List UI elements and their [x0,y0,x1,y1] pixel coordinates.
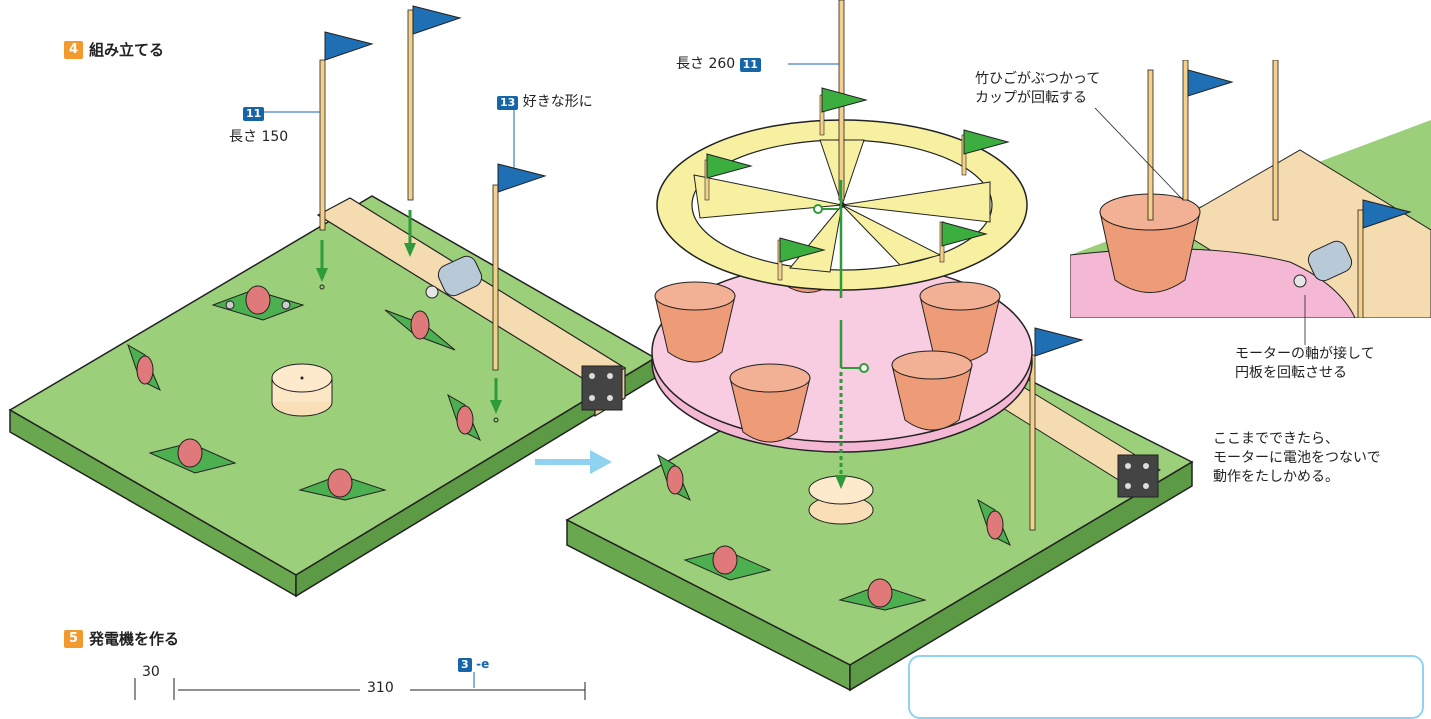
reference-label: 3 -e [458,655,489,674]
stick-150-length: 長さ 150 [229,129,289,145]
next-step-arrow [535,450,612,474]
assembly-diagram [8,0,1431,700]
test-note-line3: 動作をたしかめる。 [1213,469,1339,485]
left-motor [425,255,483,299]
motor-note-line1: モーターの軸が接して [1235,346,1375,362]
bump-note: 竹ひごがぶつかって カップが回転する [975,70,1100,108]
dimension-310: 310 [367,680,394,696]
dimension-30: 30 [142,664,160,680]
left-center-post [271,363,333,417]
detail-inset [1070,60,1431,345]
step-title: 発電機を作る [89,630,180,648]
right-base-board [565,319,1194,692]
left-casters [127,285,481,501]
test-note-line2: モーターに電池をつないで [1213,450,1381,466]
part-badge: 11 [739,58,761,72]
part-badge: 11 [243,107,265,121]
step-title: 組み立てる [89,41,165,59]
step-number: 4 [64,40,84,59]
stick-150-label: 11 [243,104,265,123]
left-wood-rail [316,197,627,418]
motor-note-line2: 円板を回転させる [1235,365,1347,381]
test-note: ここまでできたら、 モーターに電池をつないで 動作をたしかめる。 [1213,430,1381,487]
part-badge: 3 [458,658,472,672]
step-generator: 5 発電機を作る [64,628,179,649]
step-assemble: 4 組み立てる [64,39,164,60]
part-badge: 13 [497,96,519,110]
flag-shape-label: 13 好きな形に [497,93,593,112]
bump-note-line2: カップが回転する [975,90,1087,106]
stick-260-label: 長さ 260 11 [676,55,761,74]
left-sticks-and-flags [258,5,547,423]
reference-suffix: -e [476,657,490,671]
right-flags [704,0,1010,489]
bump-note-line1: 竹ひごがぶつかって [975,71,1101,87]
flag-shape-text: 好きな形に [522,94,593,110]
info-box [908,655,1424,719]
test-note-line1: ここまでできたら、 [1213,431,1339,447]
stick-260-length: 長さ 260 [676,56,736,72]
motor-note: モーターの軸が接して 円板を回転させる [1235,345,1375,383]
dimension-lines [134,672,586,700]
step-number: 5 [64,629,84,648]
